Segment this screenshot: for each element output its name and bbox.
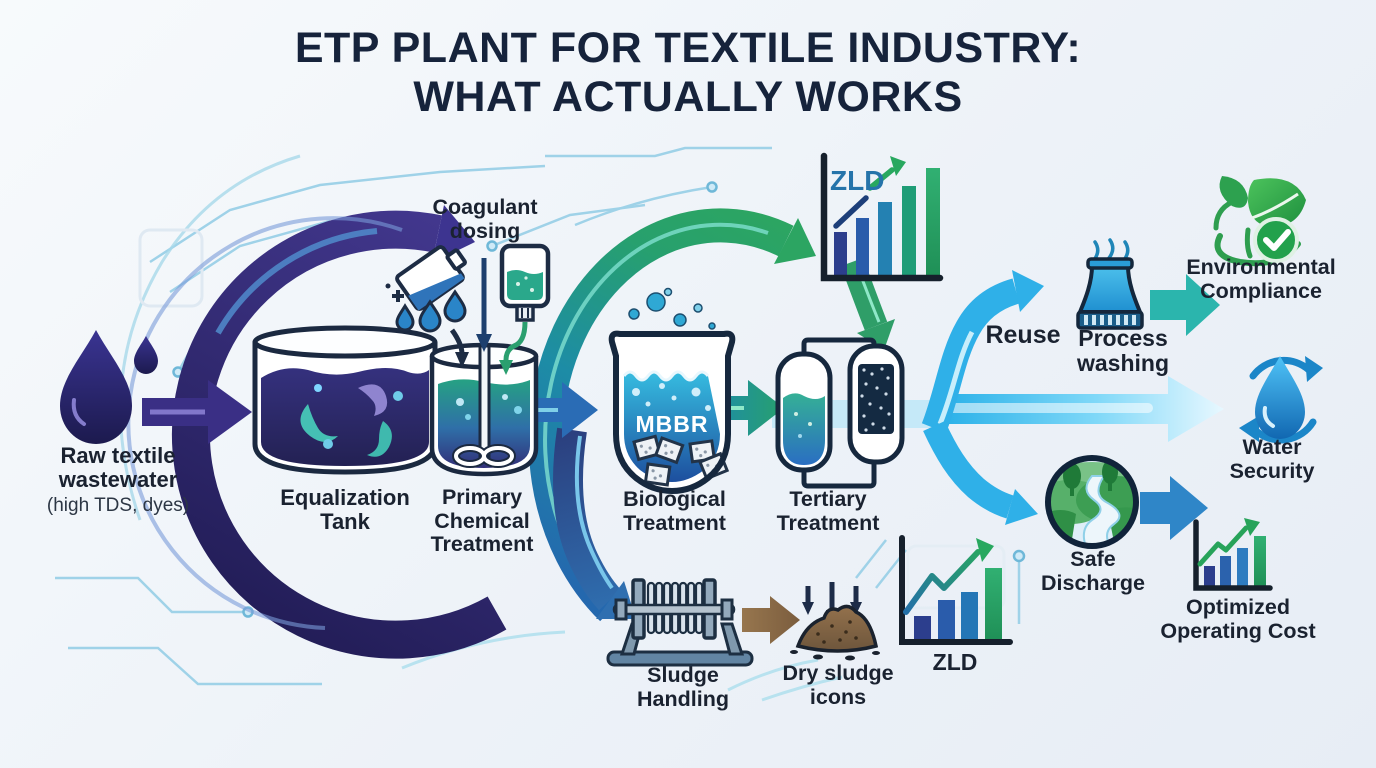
equalization-tank-icon (252, 325, 438, 475)
primary-treatment-tank-icon (429, 342, 539, 477)
title-line-2: WHAT ACTUALLY WORKS (413, 73, 963, 122)
coagulant-dosing-icons (385, 243, 551, 375)
carbon-media-dots (860, 367, 891, 432)
sludge-handling-label: Sludge Handling (637, 663, 729, 711)
raw-wastewater-label: Raw textile wastewater (58, 443, 178, 493)
equalization-loop-ring (126, 205, 507, 659)
zld-bottom-label: ZLD (932, 649, 978, 675)
raw-wastewater-droplet-icon (60, 330, 158, 444)
mbbr-text: MBBR (636, 411, 709, 437)
steam-icon (1092, 238, 1130, 262)
zld-top-label: ZLD (830, 165, 884, 196)
title-line-1: ETP PLANT FOR TEXTILE INDUSTRY: (294, 24, 1082, 72)
mbbr-media-squares (632, 434, 730, 487)
tertiary-treatment-label: Tertiary Treatment (776, 487, 880, 535)
arrow-raw-to-equalization (142, 380, 252, 444)
dry-sludge-label: Dry sludge icons (782, 661, 894, 709)
optimized-cost-chart-icon (1193, 518, 1273, 591)
treated-water-splitter (921, 270, 1224, 525)
biological-tank-icon: MBBR (608, 287, 736, 495)
zld-bottom-chart-icon (899, 535, 1013, 645)
coagulant-jug-icon (395, 245, 467, 311)
equalization-tank-label: Equalization Tank (280, 485, 410, 535)
filter-press-icon (606, 578, 754, 667)
arrow-press-to-sludge (742, 596, 800, 644)
page-title: ETP PLANT FOR TEXTILE INDUSTRY: WHAT ACT… (0, 24, 1376, 123)
down-arrows-icon (805, 582, 859, 610)
tertiary-treatment-icon (775, 337, 905, 489)
zld-top-chart-icon: ZLD (820, 152, 944, 282)
arrow-primary-to-biological (534, 382, 598, 438)
chemical-droplets-icon (395, 289, 467, 333)
dry-sludge-icon (790, 582, 880, 661)
dosing-bag-icon (499, 243, 551, 322)
safe-discharge-icon (1045, 455, 1139, 549)
dosing-tube-arrow (503, 321, 528, 361)
safe-discharge-label: Safe Discharge (1041, 547, 1145, 595)
water-security-label: Water Security (1229, 435, 1315, 483)
aeration-bubbles (628, 287, 716, 330)
arrow-discharge-to-cost (1140, 476, 1208, 540)
primary-chemical-label: Primary Chemical Treatment (430, 485, 534, 557)
coagulant-dosing-label: Coagulant dosing (432, 195, 538, 243)
reuse-label: Reuse (985, 321, 1061, 349)
process-washing-icon (1076, 238, 1144, 330)
circuit-decoration (55, 146, 1026, 702)
arrow-teal-to-compliance (1150, 274, 1220, 336)
biological-treatment-label: Biological Treatment (623, 487, 726, 535)
optimized-cost-label: Optimized Operating Cost (1160, 595, 1316, 643)
environmental-compliance-icon (1213, 176, 1306, 267)
environmental-compliance-label: Environmental Compliance (1186, 255, 1336, 303)
raw-wastewater-sublabel: (high TDS, dyes) (46, 495, 190, 516)
water-security-icon (1239, 356, 1323, 444)
process-washing-label: Process washing (1076, 325, 1169, 377)
